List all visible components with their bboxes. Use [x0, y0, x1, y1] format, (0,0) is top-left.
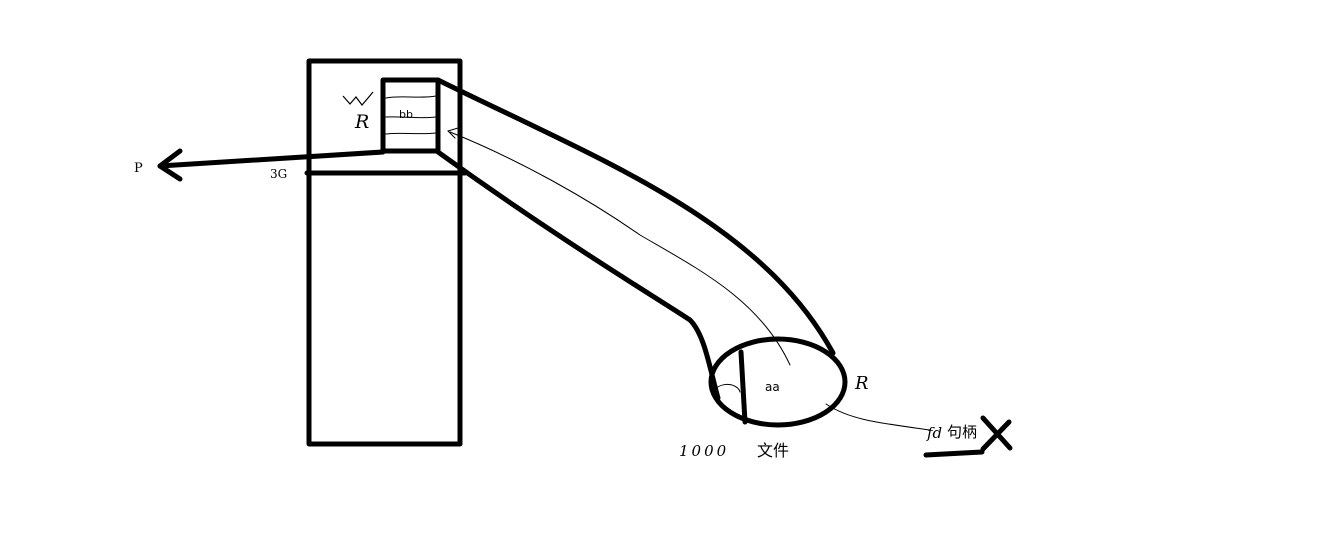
- three-g-label: 3G: [270, 167, 287, 181]
- file-caption: 文件: [757, 441, 789, 460]
- handle-underline: [923, 449, 985, 458]
- offset-1000-label: 1000: [679, 442, 729, 460]
- w-mark: [342, 91, 374, 106]
- tube-lower-edge: [435, 149, 721, 401]
- file-left-curl: [711, 384, 741, 393]
- handle-label: 句柄: [947, 423, 977, 441]
- r-file-label: R: [854, 373, 869, 394]
- pointer-label-p: P: [134, 161, 143, 176]
- file-ellipse: [708, 336, 848, 428]
- buffer-box: [380, 77, 441, 154]
- file-boundary-mark: [738, 349, 748, 425]
- tube-upper-edge: [435, 77, 836, 356]
- file-label-aa: aa: [765, 380, 780, 394]
- process-memory-block: [306, 58, 463, 447]
- buffer-label-bb: bb: [399, 108, 413, 121]
- pointer-arrow: [157, 148, 386, 182]
- x-mark-icon: [980, 415, 1013, 452]
- fd-label: fd: [926, 424, 942, 442]
- r-buffer-label: R: [354, 111, 369, 133]
- handle-leader: [825, 403, 931, 431]
- flow-arrow: [447, 127, 791, 366]
